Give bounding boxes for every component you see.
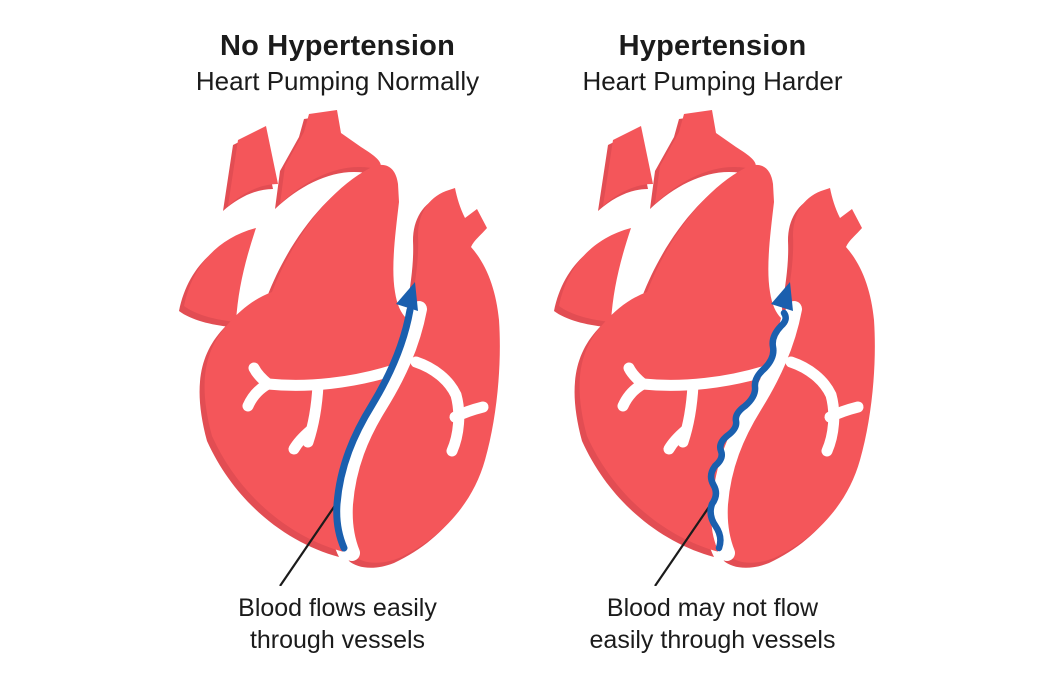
panel-subtitle: Heart Pumping Harder bbox=[582, 66, 843, 97]
panel-no-hypertension: No Hypertension Heart Pumping Normally B… bbox=[150, 0, 525, 656]
panel-subtitle: Heart Pumping Normally bbox=[195, 66, 480, 97]
heart-graphic bbox=[554, 110, 875, 586]
panel-hypertension: Hypertension Heart Pumping Harder Blood … bbox=[525, 0, 900, 656]
heart-illustration-hypertension bbox=[543, 106, 883, 586]
panel-caption: Blood flows easily through vessels bbox=[238, 593, 437, 654]
panel-title: Hypertension bbox=[618, 30, 807, 62]
panel-caption: Blood may not flow easily through vessel… bbox=[589, 593, 836, 654]
heart-illustration-normal bbox=[168, 106, 508, 586]
panel-title: No Hypertension bbox=[219, 30, 456, 62]
